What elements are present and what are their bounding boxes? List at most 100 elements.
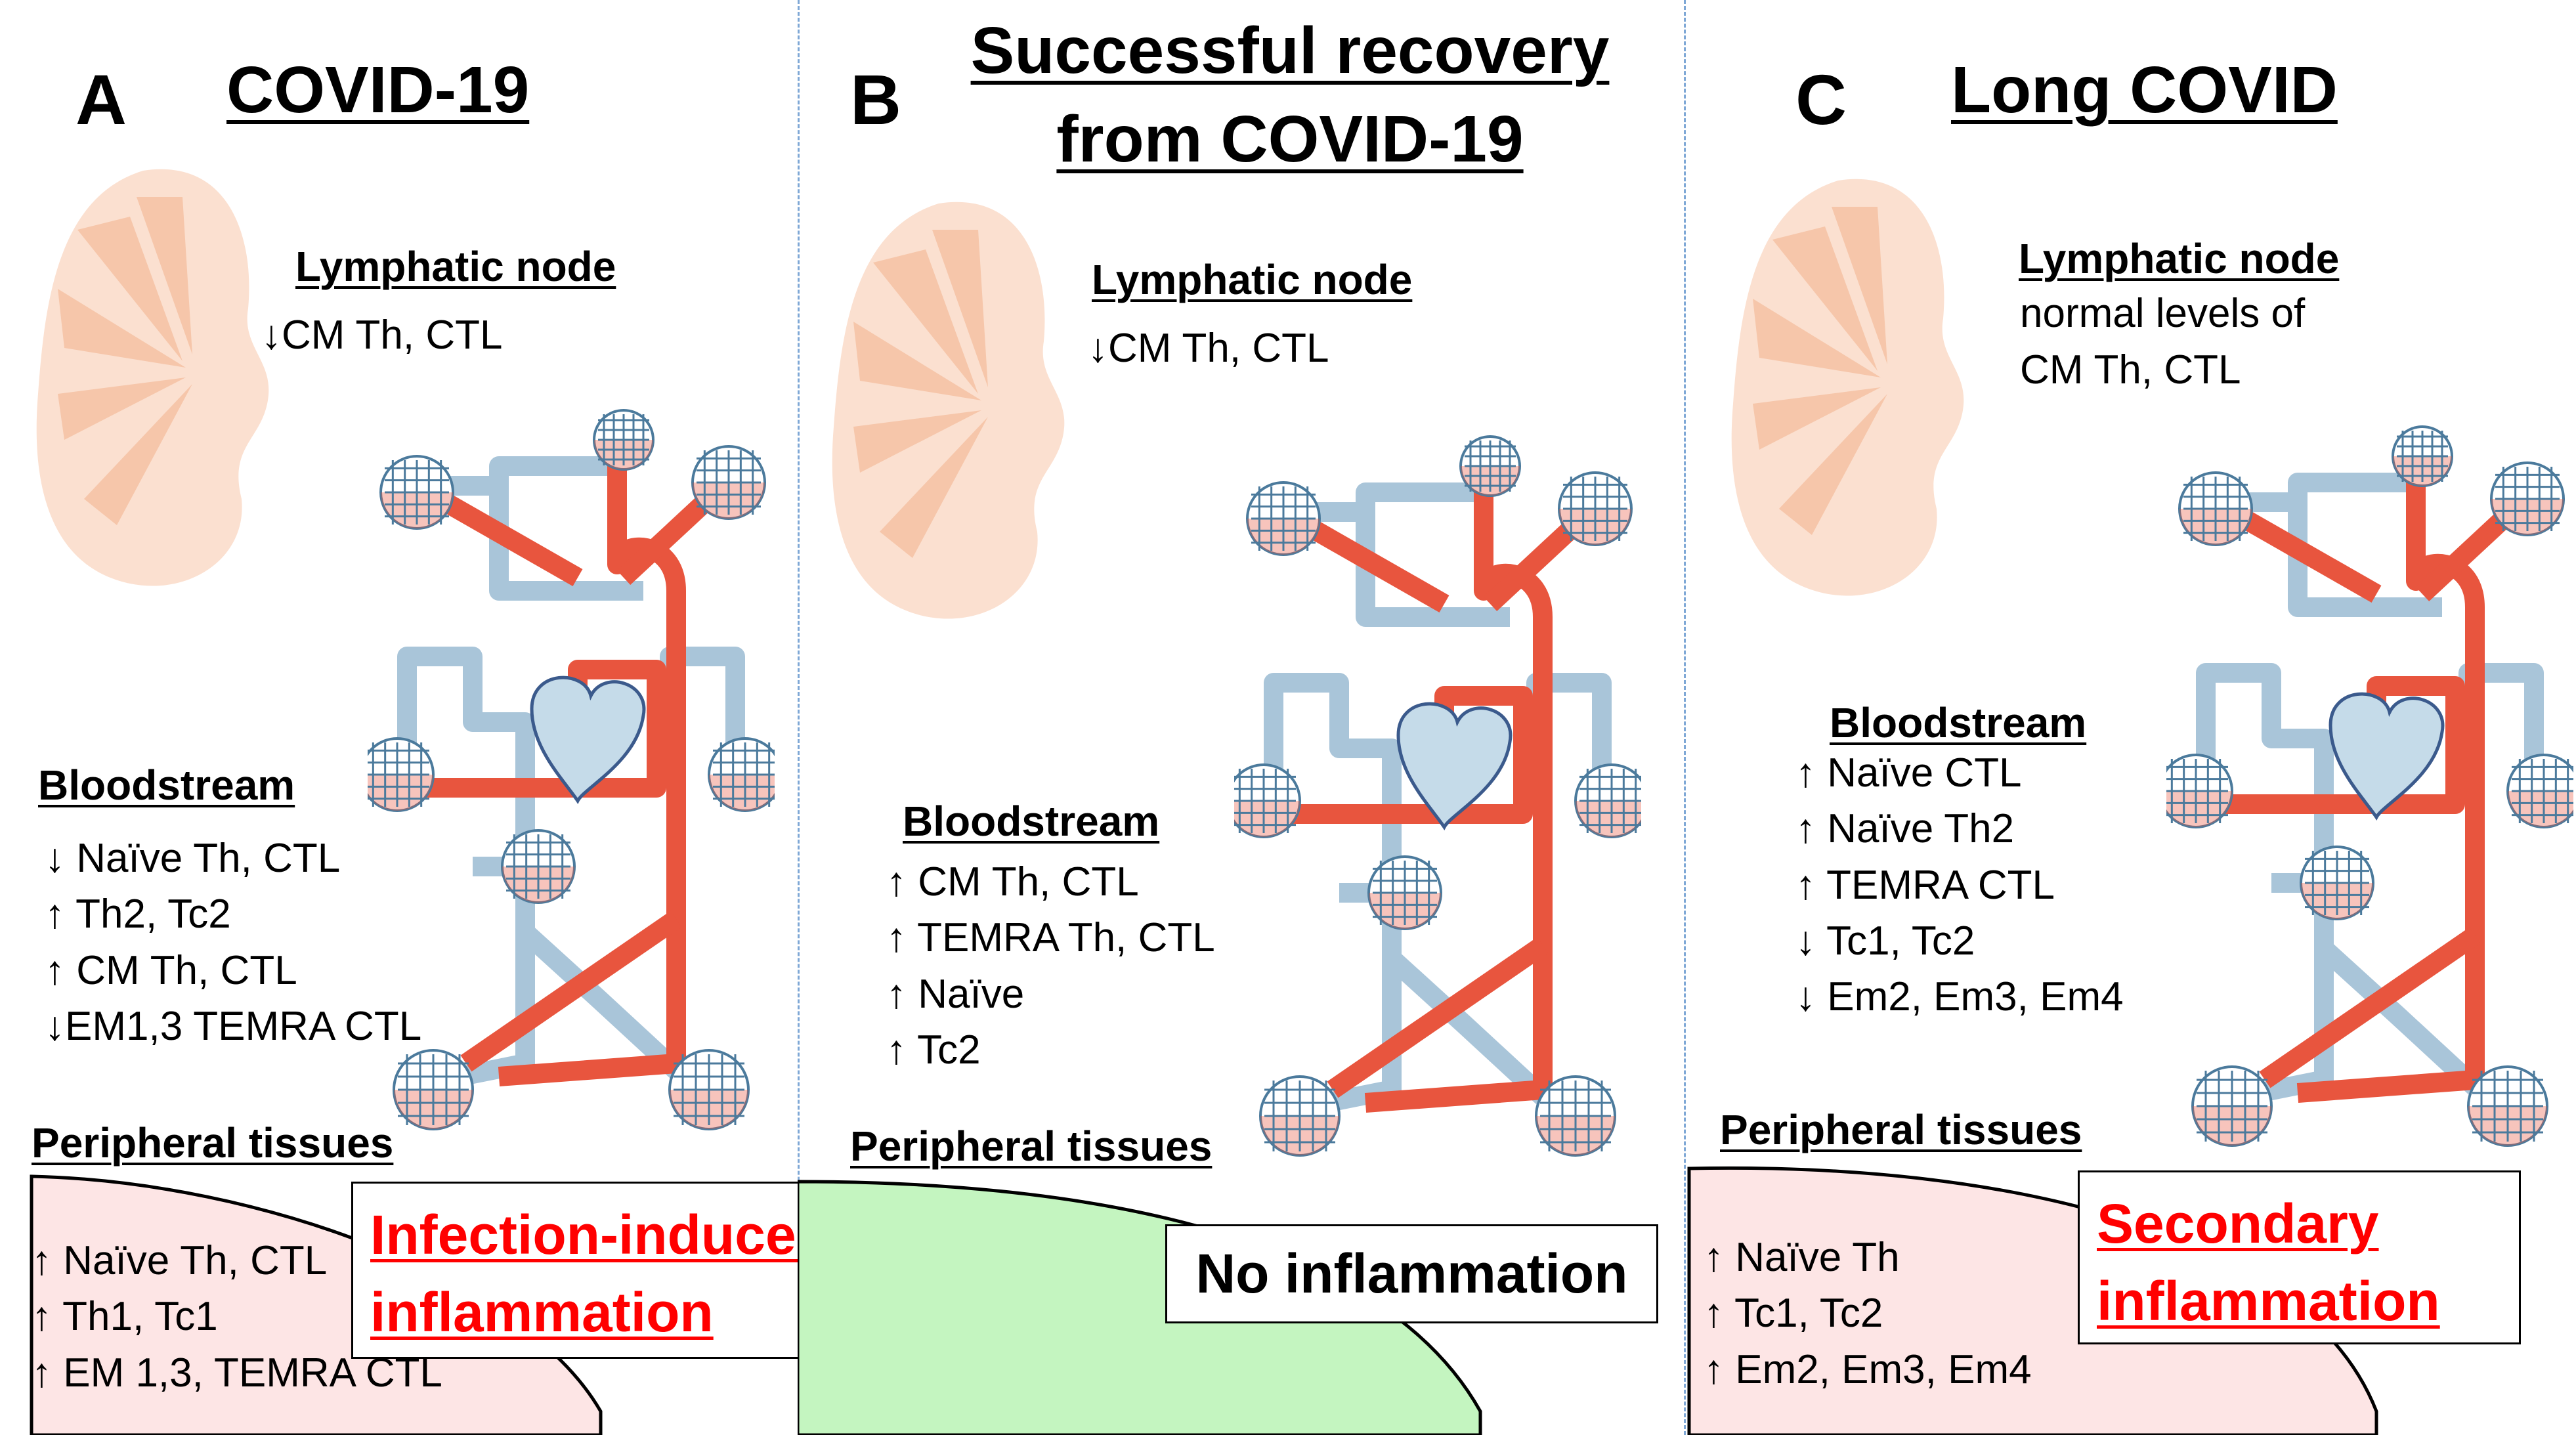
blood-list: ↑ CM Th, CTL ↑ TEMRA Th, CTL ↑ Naïve ↑ T… [886,859,1215,1082]
capillary-bed [2506,754,2573,828]
lymph-lobule [84,384,192,525]
artery [460,910,682,1072]
capillary-bed [1459,435,1521,497]
blood-line: ↑ Naïve Th2 [1795,806,2015,852]
title-line: Successful recovery [970,14,1610,87]
blood-list: ↓ Naïve Th, CTL ↑ Th2, Tc2 ↑ CM Th, CTL … [45,835,421,1059]
capillary-bed [1246,481,1321,556]
capillary-bed [2166,754,2233,828]
blood-line: ↑ CM Th, CTL [886,859,1139,905]
circulatory-system-illustration [368,409,775,1130]
lymph-lobule [137,197,192,354]
peripheral-line: ↑ Tc1, Tc2 [1704,1291,1883,1337]
capillary-bed [368,737,435,812]
capillary-bed [593,409,655,471]
artery [435,490,583,587]
status-line: inflammation [370,1281,714,1343]
title-line: from COVID-19 [1056,102,1524,176]
blood-line: ↑ Tc2 [886,1027,981,1073]
capillary-bed [379,455,454,530]
blood-line: ↓EM1,3 TEMRA CTL [45,1003,422,1049]
peripheral-list: ↑ Naïve Th ↑ Tc1, Tc2 ↑ Em2, Em3, Em4 [1704,1234,2032,1402]
status-line: Secondary [2097,1193,2379,1254]
capillary-bed [393,1049,474,1130]
heart-icon [1396,702,1513,830]
artery [2259,927,2481,1088]
lymph-node-body [1731,179,1964,596]
capillary-bed [1558,471,1633,546]
capillary-bed [1535,1075,1616,1157]
status-text: No inflammation [1195,1243,1628,1304]
capillary-bed [1574,763,1641,838]
capillary-bed [2490,461,2565,536]
capillary-bed [501,829,576,904]
blood-heading: Bloodstream [1830,699,2087,746]
artery [1327,937,1549,1098]
panel-divider-1 [798,0,800,1435]
lymph-lobule [873,249,978,394]
capillary-bed [1234,763,1301,838]
lymph-lobule [880,417,988,558]
peripheral-heading: Peripheral tissues [850,1123,1213,1170]
lymph-lobule [1832,207,1887,364]
capillary-bed [1367,855,1442,930]
lymph-node-body [36,169,269,586]
peripheral-heading: Peripheral tissues [1720,1106,2082,1153]
blood-line: ↑ Th2, Tc2 [45,891,231,937]
lymph-node-illustration [36,169,269,586]
lymph-heading: Lymphatic node [2019,235,2340,282]
lymph-lobule [853,322,981,400]
blood-line: ↑ CM Th, CTL [45,947,297,993]
status-line: inflammation [2097,1270,2440,1332]
lymph-node-body [832,202,1065,619]
blood-list: ↑ Naïve CTL ↑ Naïve Th2 ↑ TEMRA CTL ↓ Tc… [1795,750,2124,1029]
no-inflammation-status-box: No inflammation [1165,1224,1658,1323]
lymph-heading: Lymphatic node [295,243,616,290]
lymph-lobule [1779,394,1887,535]
lymph-heading: Lymphatic node [1092,256,1413,303]
peripheral-line: ↑ Naïve Th, CTL [32,1238,328,1283]
lymph-lobule [77,217,182,361]
circulatory-system-illustration [2166,425,2573,1147]
lymph-line: CM Th, CTL [2020,347,2241,393]
capillary-bed [2191,1065,2273,1147]
panel-successful-recovery: B Successful recovery from COVID-19 Lymp… [798,0,1684,1435]
artery [1301,516,1449,613]
panel-title: Successful recovery from COVID-19 [962,13,1618,177]
panel-title: Long COVID [1951,53,2338,127]
panel-letter: C [1795,60,1847,139]
lymph-line: ↓CM Th, CTL [261,312,503,358]
capillary-bed [2467,1065,2548,1147]
blood-line: ↓ Naïve Th, CTL [45,836,341,881]
lymph-lobule [1753,387,1881,450]
blood-line: ↑ TEMRA CTL [1795,862,2055,908]
lymph-lobule [1772,226,1878,371]
blood-line: ↑ Naïve [886,971,1025,1017]
panel-letter: A [75,60,127,139]
peripheral-line: ↑ Naïve Th [1704,1235,1900,1280]
capillary-bed [708,737,775,812]
capillary-bed [1259,1075,1341,1157]
panel-long-covid: C Long COVID Lymphatic node normal level… [1684,0,2576,1435]
blood-line: ↓ Tc1, Tc2 [1795,918,1975,964]
heart-icon [530,675,646,804]
lymph-line: ↓CM Th, CTL [1088,326,1329,371]
capillary-bed [2300,846,2374,920]
capillary-bed [2392,425,2453,487]
lymph-line: normal levels of [2020,291,2306,336]
capillary-bed [691,445,766,520]
lymph-lobule [932,230,988,387]
lymph-node-illustration [1731,179,1964,596]
blood-heading: Bloodstream [903,798,1160,845]
inflammation-status-box: Secondary inflammation [2078,1170,2521,1344]
capillary-bed [2178,471,2253,546]
heart-icon [2329,692,2445,821]
blood-line: ↑ TEMRA Th, CTL [886,915,1215,961]
lymph-lobule [58,289,186,368]
panel-letter: B [850,60,901,139]
panel-divider-2 [1684,0,1686,1435]
circulatory-system-illustration [1234,435,1641,1157]
blood-line: ↑ Naïve CTL [1795,750,2022,796]
peripheral-line: ↑ Th1, Tc1 [32,1294,218,1340]
lymph-lobule [853,410,981,473]
